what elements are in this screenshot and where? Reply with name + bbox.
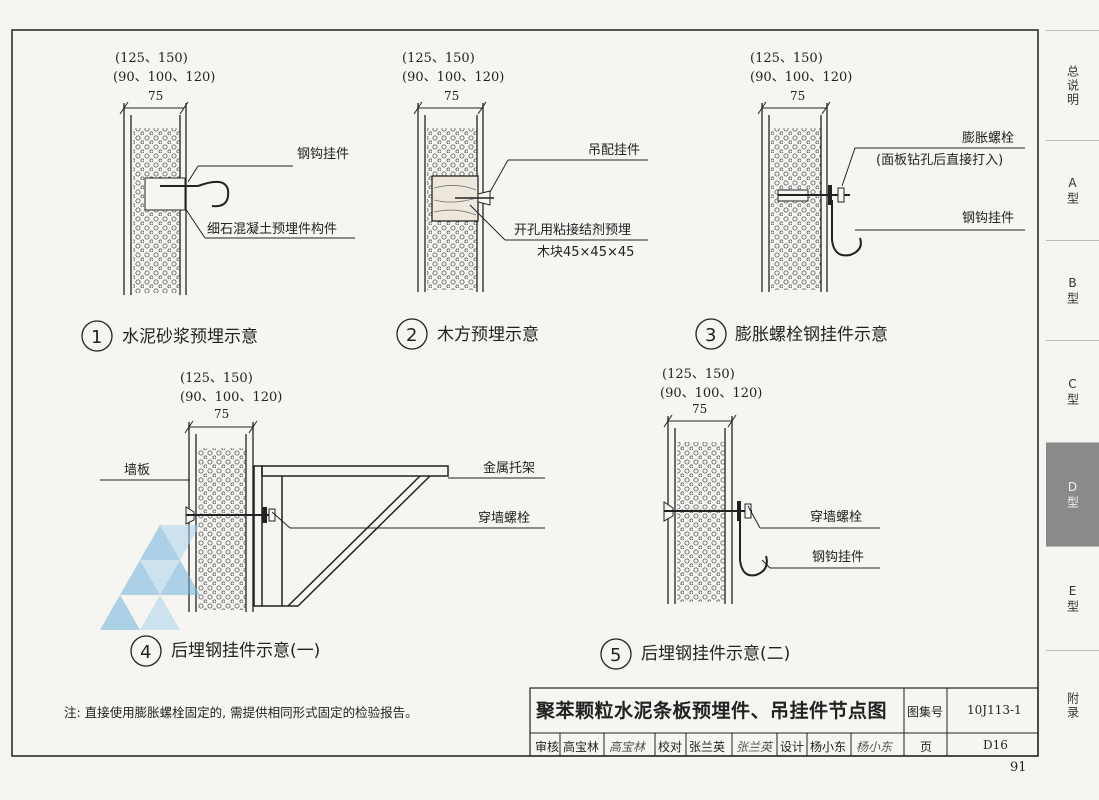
fig4-foam-core: [198, 448, 246, 610]
fig1-embed-block: [144, 177, 186, 211]
fig1-caption-num: 1: [91, 327, 102, 348]
figure-3: (125、150) (90、100、120) 75 膨胀螺栓 (面板钻孔后直接打…: [695, 51, 1025, 350]
fig4-label-wall: 墙板: [124, 463, 150, 478]
fig5-foam-core: [677, 442, 725, 602]
fig3-label-hook: 钢钩挂件: [962, 211, 1014, 226]
fig3-caption-num: 3: [705, 325, 716, 346]
designer-signature: 杨小东: [856, 740, 893, 754]
reviewer-name: 高宝林: [563, 740, 600, 754]
fig5-dim-75: 75: [692, 402, 707, 416]
figure-1: (125、150) (90、100、120) 75 钢钩挂件 细石混凝土预埋件构…: [81, 51, 355, 352]
fig2-caption-num: 2: [406, 325, 417, 346]
fig2-caption: 木方预埋示意: [437, 325, 539, 345]
design-label: 设计: [780, 740, 805, 754]
side-tab-c[interactable]: C型: [1046, 340, 1099, 443]
figure-5: (125、150) (90、100、120) 75 穿墙螺栓 钢钩挂件 5 后埋…: [600, 367, 880, 670]
figure-2: (125、150) (90、100、120) 75 吊配挂件 开孔用粘接结剂预埋…: [396, 51, 648, 350]
footnote: 注: 直接使用膨胀螺栓固定的, 需提供相同形式固定的检验报告。: [64, 705, 418, 720]
side-tab-general[interactable]: 总说明: [1046, 30, 1099, 141]
page-code: D16: [983, 738, 1008, 752]
fig4-dim-line1: (125、150): [180, 371, 253, 386]
designer-name: 杨小东: [810, 740, 847, 754]
checker-signature: 张兰英: [736, 740, 773, 754]
page-number: 91: [1010, 760, 1027, 775]
fig1-label-hook: 钢钩挂件: [297, 147, 349, 162]
fig2-dim-75: 75: [444, 89, 459, 103]
side-tab-b[interactable]: B型: [1046, 240, 1099, 341]
reviewer-signature: 高宝林: [609, 740, 646, 754]
fig1-dim-line2: (90、100、120): [113, 70, 215, 85]
watermark-logo: [100, 525, 200, 630]
side-tab-label: B型: [1065, 276, 1080, 306]
atlas-label: 图集号: [907, 705, 944, 719]
fig2-dim-line2: (90、100、120): [402, 70, 504, 85]
fig3-hook: [831, 200, 862, 257]
fig2-label-glue: 开孔用粘接结剂预埋: [514, 222, 631, 238]
fig2-label-wood: 木块45×45×45: [537, 245, 634, 260]
side-tab-label: C型: [1065, 377, 1080, 407]
fig1-dim-line1: (125、150): [115, 51, 188, 66]
check-label: 校对: [658, 740, 683, 754]
fig3-foam-core: [771, 128, 821, 290]
figure-4: (125、150) (90、100、120) 75 墙板 金属托架 穿墙螺栓 4…: [100, 371, 545, 667]
fig4-dim-line2: (90、100、120): [180, 390, 282, 405]
fig5-label-bolt: 穿墙螺栓: [810, 509, 862, 525]
fig5-caption: 后埋钢挂件示意(二): [641, 644, 790, 664]
fig2-label-hang: 吊配挂件: [588, 143, 640, 158]
fig5-caption-num: 5: [610, 645, 621, 666]
page-label: 页: [920, 740, 933, 754]
fig3-label-bolt-note: (面板钻孔后直接打入): [876, 152, 1003, 168]
fig5-hook: [739, 516, 768, 577]
fig3-label-bolt: 膨胀螺栓: [962, 131, 1014, 146]
atlas-number: 10J113-1: [967, 703, 1022, 717]
fig4-bracket-arm: [261, 465, 449, 477]
side-tab-label: D型: [1065, 480, 1080, 510]
review-label: 审核: [535, 740, 560, 754]
side-tab-label: E型: [1065, 584, 1080, 614]
fig3-dim-line1: (125、150): [750, 51, 823, 66]
fig4-caption-num: 4: [140, 642, 151, 663]
fig4-label-bracket: 金属托架: [483, 460, 535, 476]
title-block: [529, 687, 1039, 757]
side-tab-label: 附录: [1065, 692, 1080, 720]
fig3-dim-75: 75: [790, 89, 805, 103]
drawing-title: 聚苯颗粒水泥条板预埋件、吊挂件节点图: [536, 700, 888, 722]
sheet-frame: [11, 29, 1039, 757]
fig1-label-embed: 细石混凝土预埋件构件: [207, 221, 337, 237]
fig3-caption: 膨胀螺栓钢挂件示意: [735, 325, 888, 345]
checker-name: 张兰英: [689, 740, 726, 754]
fig1-hook: [197, 180, 230, 208]
side-tab-a[interactable]: A型: [1046, 140, 1099, 241]
fig1-dim-75: 75: [148, 89, 163, 103]
fig5-dim-line2: (90、100、120): [660, 386, 762, 401]
side-tab-appendix[interactable]: 附录: [1046, 650, 1099, 761]
side-tab-label: A型: [1065, 176, 1080, 206]
fig5-dim-line1: (125、150): [662, 367, 735, 382]
fig3-dim-line2: (90、100、120): [750, 70, 852, 85]
fig2-dim-line1: (125、150): [402, 51, 475, 66]
fig4-caption: 后埋钢挂件示意(一): [171, 641, 320, 661]
side-tab-e[interactable]: E型: [1046, 546, 1099, 651]
fig1-caption: 水泥砂浆预埋示意: [122, 327, 258, 347]
side-tab-d[interactable]: D型: [1046, 442, 1099, 547]
side-tab-label: 总说明: [1065, 65, 1080, 107]
fig4-label-bolt: 穿墙螺栓: [478, 510, 530, 526]
fig5-label-hook: 钢钩挂件: [812, 550, 864, 565]
fig4-dim-75: 75: [214, 407, 229, 421]
